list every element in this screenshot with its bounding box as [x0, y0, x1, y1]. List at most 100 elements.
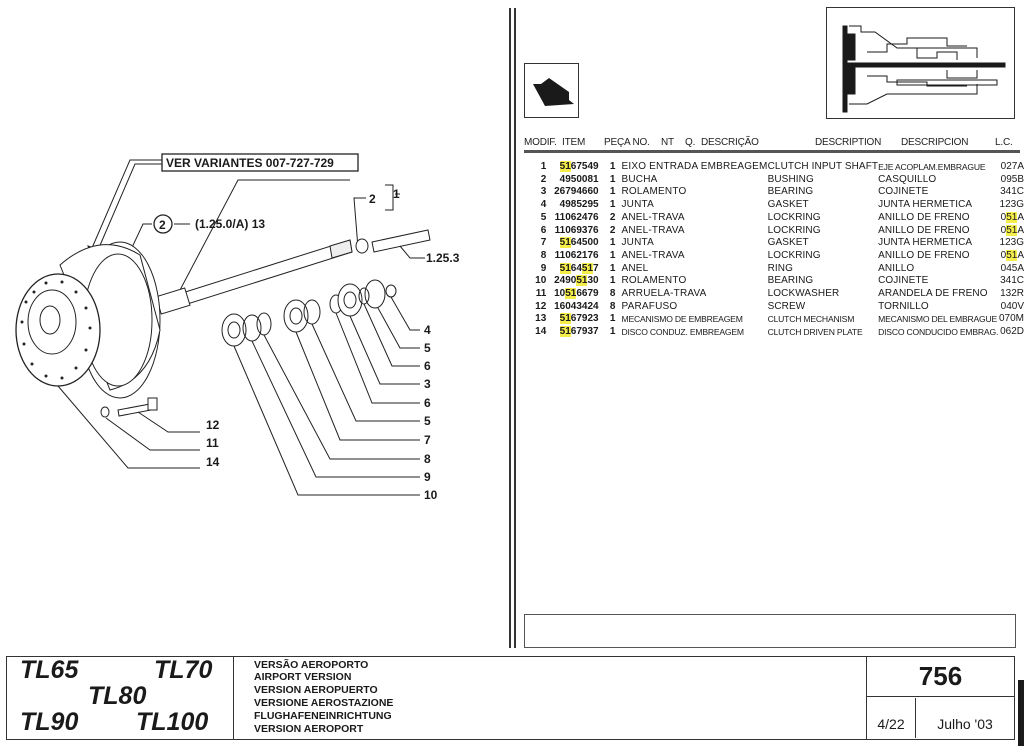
description-en: GASKET: [767, 199, 809, 211]
part-number: 26794660: [554, 186, 599, 198]
edge-tab-marker: [1018, 680, 1024, 746]
col-header-item: ITEM: [562, 137, 586, 148]
description-es: ANILLO DE FRENO: [878, 211, 970, 223]
version-fr: VERSION AEROPORT: [254, 723, 364, 735]
description-en: LOCKWASHER: [767, 288, 840, 300]
model-name: TL80: [88, 682, 147, 710]
lc-code: 123G: [999, 237, 1024, 249]
description-es: DISCO CONDUCIDO EMBRAG.: [878, 327, 999, 338]
callout-label: 6: [424, 359, 431, 373]
col-header-desc-pt: DESCRIÇÃO: [701, 137, 759, 148]
quantity: 8: [609, 300, 616, 312]
part-number: 11062476: [554, 211, 599, 223]
callout-label: 3: [424, 377, 431, 391]
item-number: 13: [535, 313, 547, 325]
version-pt: VERSÃO AEROPORTO: [254, 659, 369, 671]
col-header-part: PEÇA NO.: [604, 137, 650, 148]
col-header-lc: L.C.: [995, 137, 1013, 148]
description-en: CLUTCH INPUT SHAFT: [767, 161, 879, 172]
description-en: BUSHING: [767, 173, 814, 185]
bracket-sub-callout: 2: [369, 192, 376, 206]
part-number: 11069376: [554, 224, 599, 236]
description-es: CASQUILLO: [878, 173, 937, 185]
shaft-ref-callout: 1.25.3: [426, 251, 460, 265]
quantity: 2: [609, 211, 616, 223]
quantity: 1: [609, 262, 616, 274]
item-number: 6: [540, 224, 547, 236]
divider-right: [514, 8, 516, 648]
part-number: 10516679: [554, 288, 599, 300]
revision-date: Julho '03: [937, 716, 993, 732]
col-header-desc-en: DESCRIPTION: [815, 137, 882, 148]
footer: [6, 656, 1015, 740]
item-number: 11: [535, 288, 547, 300]
notes-box: [524, 614, 1016, 648]
description-es: ARANDELA DE FRENO: [878, 288, 988, 300]
ref-group-callout: (1.25.0/A) 13: [195, 217, 265, 231]
part-number: 5167937: [559, 326, 599, 338]
lc-code: 040V: [1000, 300, 1024, 312]
lc-code: 062D: [1000, 326, 1024, 338]
description-pt: ROLAMENTO: [621, 186, 687, 198]
version-de: FLUGHAFENEINRICHTUNG: [254, 710, 392, 722]
quantity: 1: [609, 326, 616, 338]
variant-note-box: [161, 153, 359, 172]
description-en: LOCKRING: [767, 211, 821, 223]
description-es: JUNTA HERMETICA: [878, 199, 973, 211]
description-en: RING: [767, 262, 793, 274]
page-info-box: 756 4/22 Julho '03: [866, 656, 1015, 740]
callout-label: 11: [206, 436, 219, 450]
description-en: CLUTCH MECHANISM: [767, 314, 855, 325]
lc-code: 123G: [999, 199, 1024, 211]
version-en: AIRPORT VERSION: [254, 671, 352, 683]
description-es: COJINETE: [878, 275, 929, 287]
exploded-parts-diagram: VER VARIANTES 007-727-729 2 (1.25.0/A) 1…: [15, 153, 460, 502]
callout-label: 12: [206, 418, 220, 432]
item-number: 3: [540, 186, 547, 198]
callout-label: 5: [424, 341, 431, 355]
col-header-q: Q.: [685, 137, 696, 148]
version-it: VERSIONE AEROSTAZIONE: [254, 697, 394, 709]
description-en: BEARING: [767, 275, 814, 287]
item-number: 2: [540, 173, 547, 185]
lc-code: 341C: [1000, 275, 1024, 287]
version-es: VERSION AEROPUERTO: [254, 684, 378, 696]
description-en: GASKET: [767, 237, 809, 249]
description-pt: ARRUELA-TRAVA: [621, 288, 707, 300]
model-list: TL65 TL70 TL80 TL90 TL100: [6, 656, 234, 740]
model-name: TL100: [136, 708, 209, 736]
description-pt: JUNTA: [621, 237, 654, 249]
callout-label: 14: [206, 455, 220, 469]
description-en: BEARING: [767, 186, 814, 198]
sheet-number: 4/22: [867, 698, 916, 738]
quantity: 1: [609, 173, 616, 185]
model-name: TL65: [20, 656, 79, 684]
description-es: ANILLO DE FRENO: [878, 249, 970, 261]
callout-label: 4: [424, 323, 431, 337]
variant-note: VER VARIANTES 007-727-729: [166, 156, 334, 170]
description-pt: ANEL-TRAVA: [621, 224, 685, 236]
description-pt: MECANISMO DE EMBREAGEM: [621, 314, 743, 325]
description-es: EJE ACOPLAM.EMBRAGUE: [878, 162, 986, 172]
divider-left: [509, 8, 511, 648]
description-pt: ANEL-TRAVA: [621, 211, 685, 223]
callout-label: 5: [424, 414, 431, 428]
description-pt: ANEL-TRAVA: [621, 249, 685, 261]
callout-label: 6: [424, 396, 431, 410]
description-pt: ANEL: [621, 262, 649, 274]
lc-code: 051A: [1000, 249, 1024, 261]
page-number: 756: [867, 656, 1014, 697]
item-number: 4: [540, 199, 547, 211]
circle-callout: 2: [159, 218, 166, 232]
transmission-thumbnail: [826, 7, 1015, 119]
part-number: 4950081: [559, 173, 599, 185]
